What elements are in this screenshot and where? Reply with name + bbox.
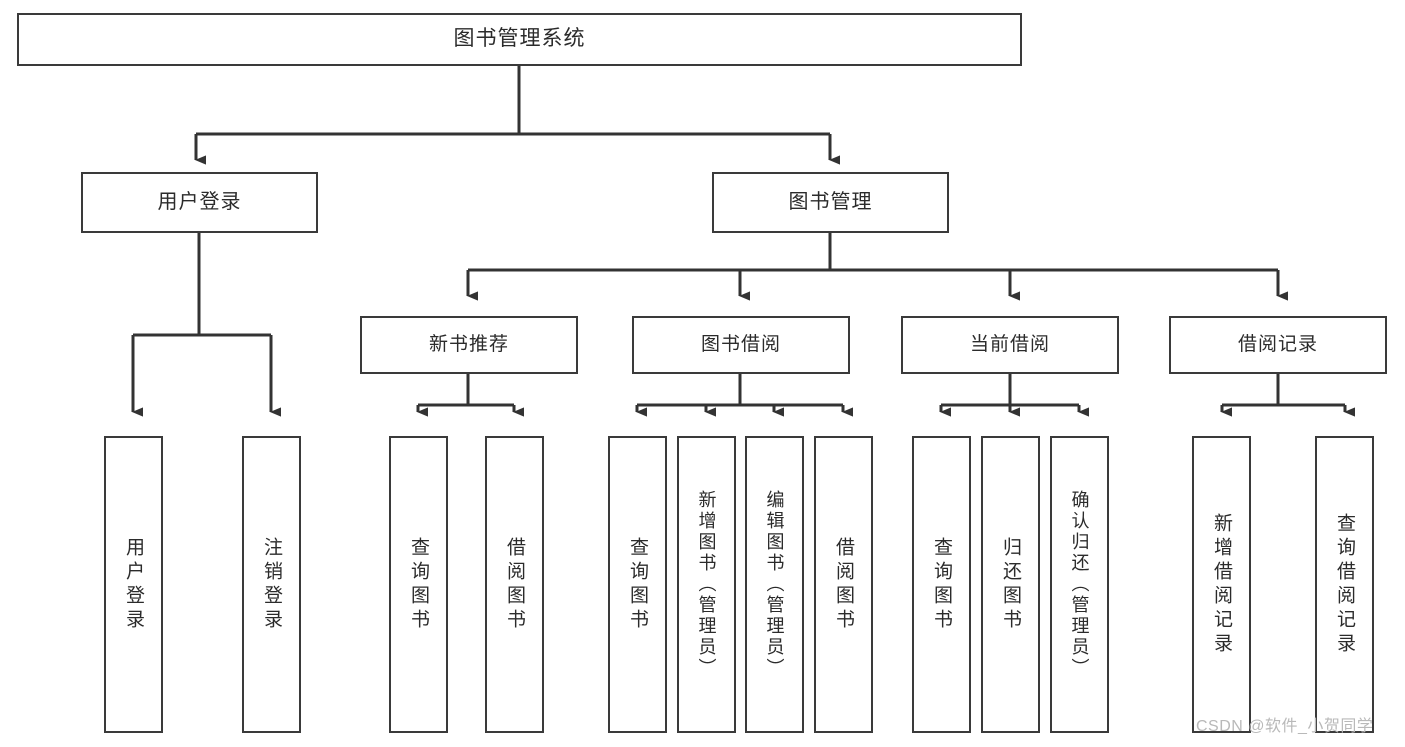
node-label: 用户登录 bbox=[157, 190, 242, 213]
leaf-borrow-book-recommend[interactable]: 借阅图书 bbox=[485, 436, 544, 733]
node-borrow-record[interactable]: 借阅记录 bbox=[1169, 316, 1387, 374]
node-label: 图书管理系统 bbox=[453, 27, 586, 51]
node-label: 注销登录 bbox=[261, 536, 282, 633]
node-label: 查询借阅记录 bbox=[1334, 512, 1355, 657]
leaf-add-book-admin[interactable]: 新增图书（管理员） bbox=[677, 436, 736, 733]
node-label: 图书借阅 bbox=[700, 333, 781, 355]
leaf-query-book-recommend[interactable]: 查询图书 bbox=[389, 436, 448, 733]
leaf-user-login[interactable]: 用户登录 bbox=[104, 436, 163, 733]
leaf-query-book-borrow[interactable]: 查询图书 bbox=[608, 436, 667, 733]
leaf-logout-login[interactable]: 注销登录 bbox=[242, 436, 301, 733]
node-label: 用户登录 bbox=[123, 536, 144, 633]
node-label: 当前借阅 bbox=[969, 333, 1050, 355]
node-label: 查询图书 bbox=[931, 536, 952, 633]
node-label: 借阅图书 bbox=[504, 536, 525, 633]
node-label: 借阅记录 bbox=[1237, 333, 1318, 355]
leaf-query-book-current[interactable]: 查询图书 bbox=[912, 436, 971, 733]
leaf-query-borrow-record[interactable]: 查询借阅记录 bbox=[1315, 436, 1374, 733]
node-root-book-management-system[interactable]: 图书管理系统 bbox=[17, 13, 1022, 66]
node-label: 新书推荐 bbox=[428, 333, 509, 355]
node-new-book-recommend[interactable]: 新书推荐 bbox=[360, 316, 578, 374]
node-label: 查询图书 bbox=[627, 536, 648, 633]
leaf-add-borrow-record[interactable]: 新增借阅记录 bbox=[1192, 436, 1251, 733]
node-label: 查询图书 bbox=[408, 536, 429, 633]
leaf-return-book[interactable]: 归还图书 bbox=[981, 436, 1040, 733]
node-label: 图书管理 bbox=[788, 190, 873, 213]
node-label: 新增图书（管理员） bbox=[696, 490, 717, 679]
node-label: 借阅图书 bbox=[833, 536, 854, 633]
watermark-text: CSDN @软件_小贺同学 bbox=[1196, 718, 1374, 735]
node-label: 新增借阅记录 bbox=[1211, 512, 1232, 657]
node-current-borrow[interactable]: 当前借阅 bbox=[901, 316, 1119, 374]
node-label: 归还图书 bbox=[1000, 536, 1021, 633]
leaf-edit-book-admin[interactable]: 编辑图书（管理员） bbox=[745, 436, 804, 733]
node-label: 确认归还（管理员） bbox=[1069, 490, 1090, 679]
leaf-borrow-book[interactable]: 借阅图书 bbox=[814, 436, 873, 733]
leaf-confirm-return-admin[interactable]: 确认归还（管理员） bbox=[1050, 436, 1109, 733]
node-book-borrow[interactable]: 图书借阅 bbox=[632, 316, 850, 374]
node-book-management[interactable]: 图书管理 bbox=[712, 172, 949, 233]
node-user-login[interactable]: 用户登录 bbox=[81, 172, 318, 233]
node-label: 编辑图书（管理员） bbox=[764, 490, 785, 679]
